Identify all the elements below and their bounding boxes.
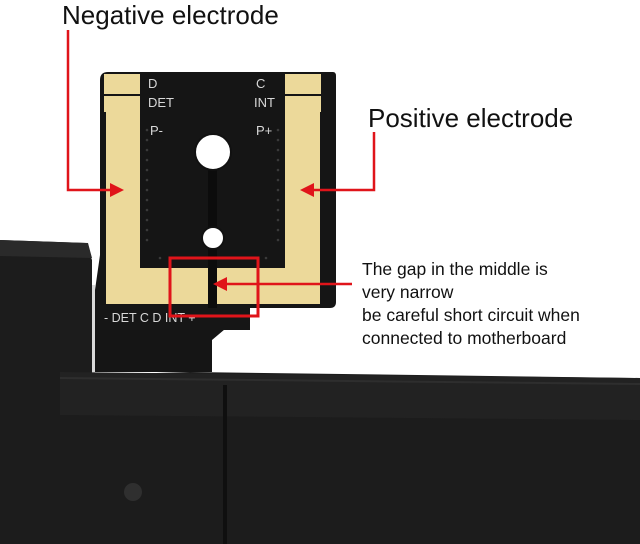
pad-c: [285, 74, 321, 94]
silk-int: INT: [254, 95, 275, 110]
positive-arrow-head: [300, 183, 314, 197]
silk-strip: - DET C D INT +: [104, 311, 196, 325]
mount-hole-small: [201, 226, 225, 250]
note-line: be careful short circuit when: [362, 305, 580, 325]
note-line: connected to motherboard: [362, 328, 567, 348]
gap-warning-note: The gap in the middle is very narrow be …: [362, 258, 580, 350]
pad-det: [104, 96, 140, 112]
positive-electrode-copper: [216, 112, 320, 304]
positive-arrow-line: [312, 132, 376, 192]
silk-c: C: [256, 76, 265, 91]
gap-arrow-head: [213, 277, 227, 291]
note-line: The gap in the middle is: [362, 259, 548, 279]
mount-hole-large: [194, 133, 232, 171]
negative-electrode-copper: [106, 112, 208, 304]
negative-arrow-line: [66, 30, 112, 192]
silk-d: D: [148, 76, 157, 91]
silk-p-minus: P-: [150, 123, 163, 138]
positive-electrode-label: Positive electrode: [368, 103, 574, 133]
silk-p-plus: P+: [256, 123, 272, 138]
silk-det: DET: [148, 95, 174, 110]
pad-int: [285, 96, 321, 112]
pad-d: [104, 74, 140, 94]
battery-screw-hole: [124, 483, 142, 501]
negative-arrow-head: [110, 183, 124, 197]
gap-highlight-box: [168, 256, 260, 318]
negative-electrode-label: Negative electrode: [62, 0, 279, 30]
note-line: very narrow: [362, 282, 454, 302]
